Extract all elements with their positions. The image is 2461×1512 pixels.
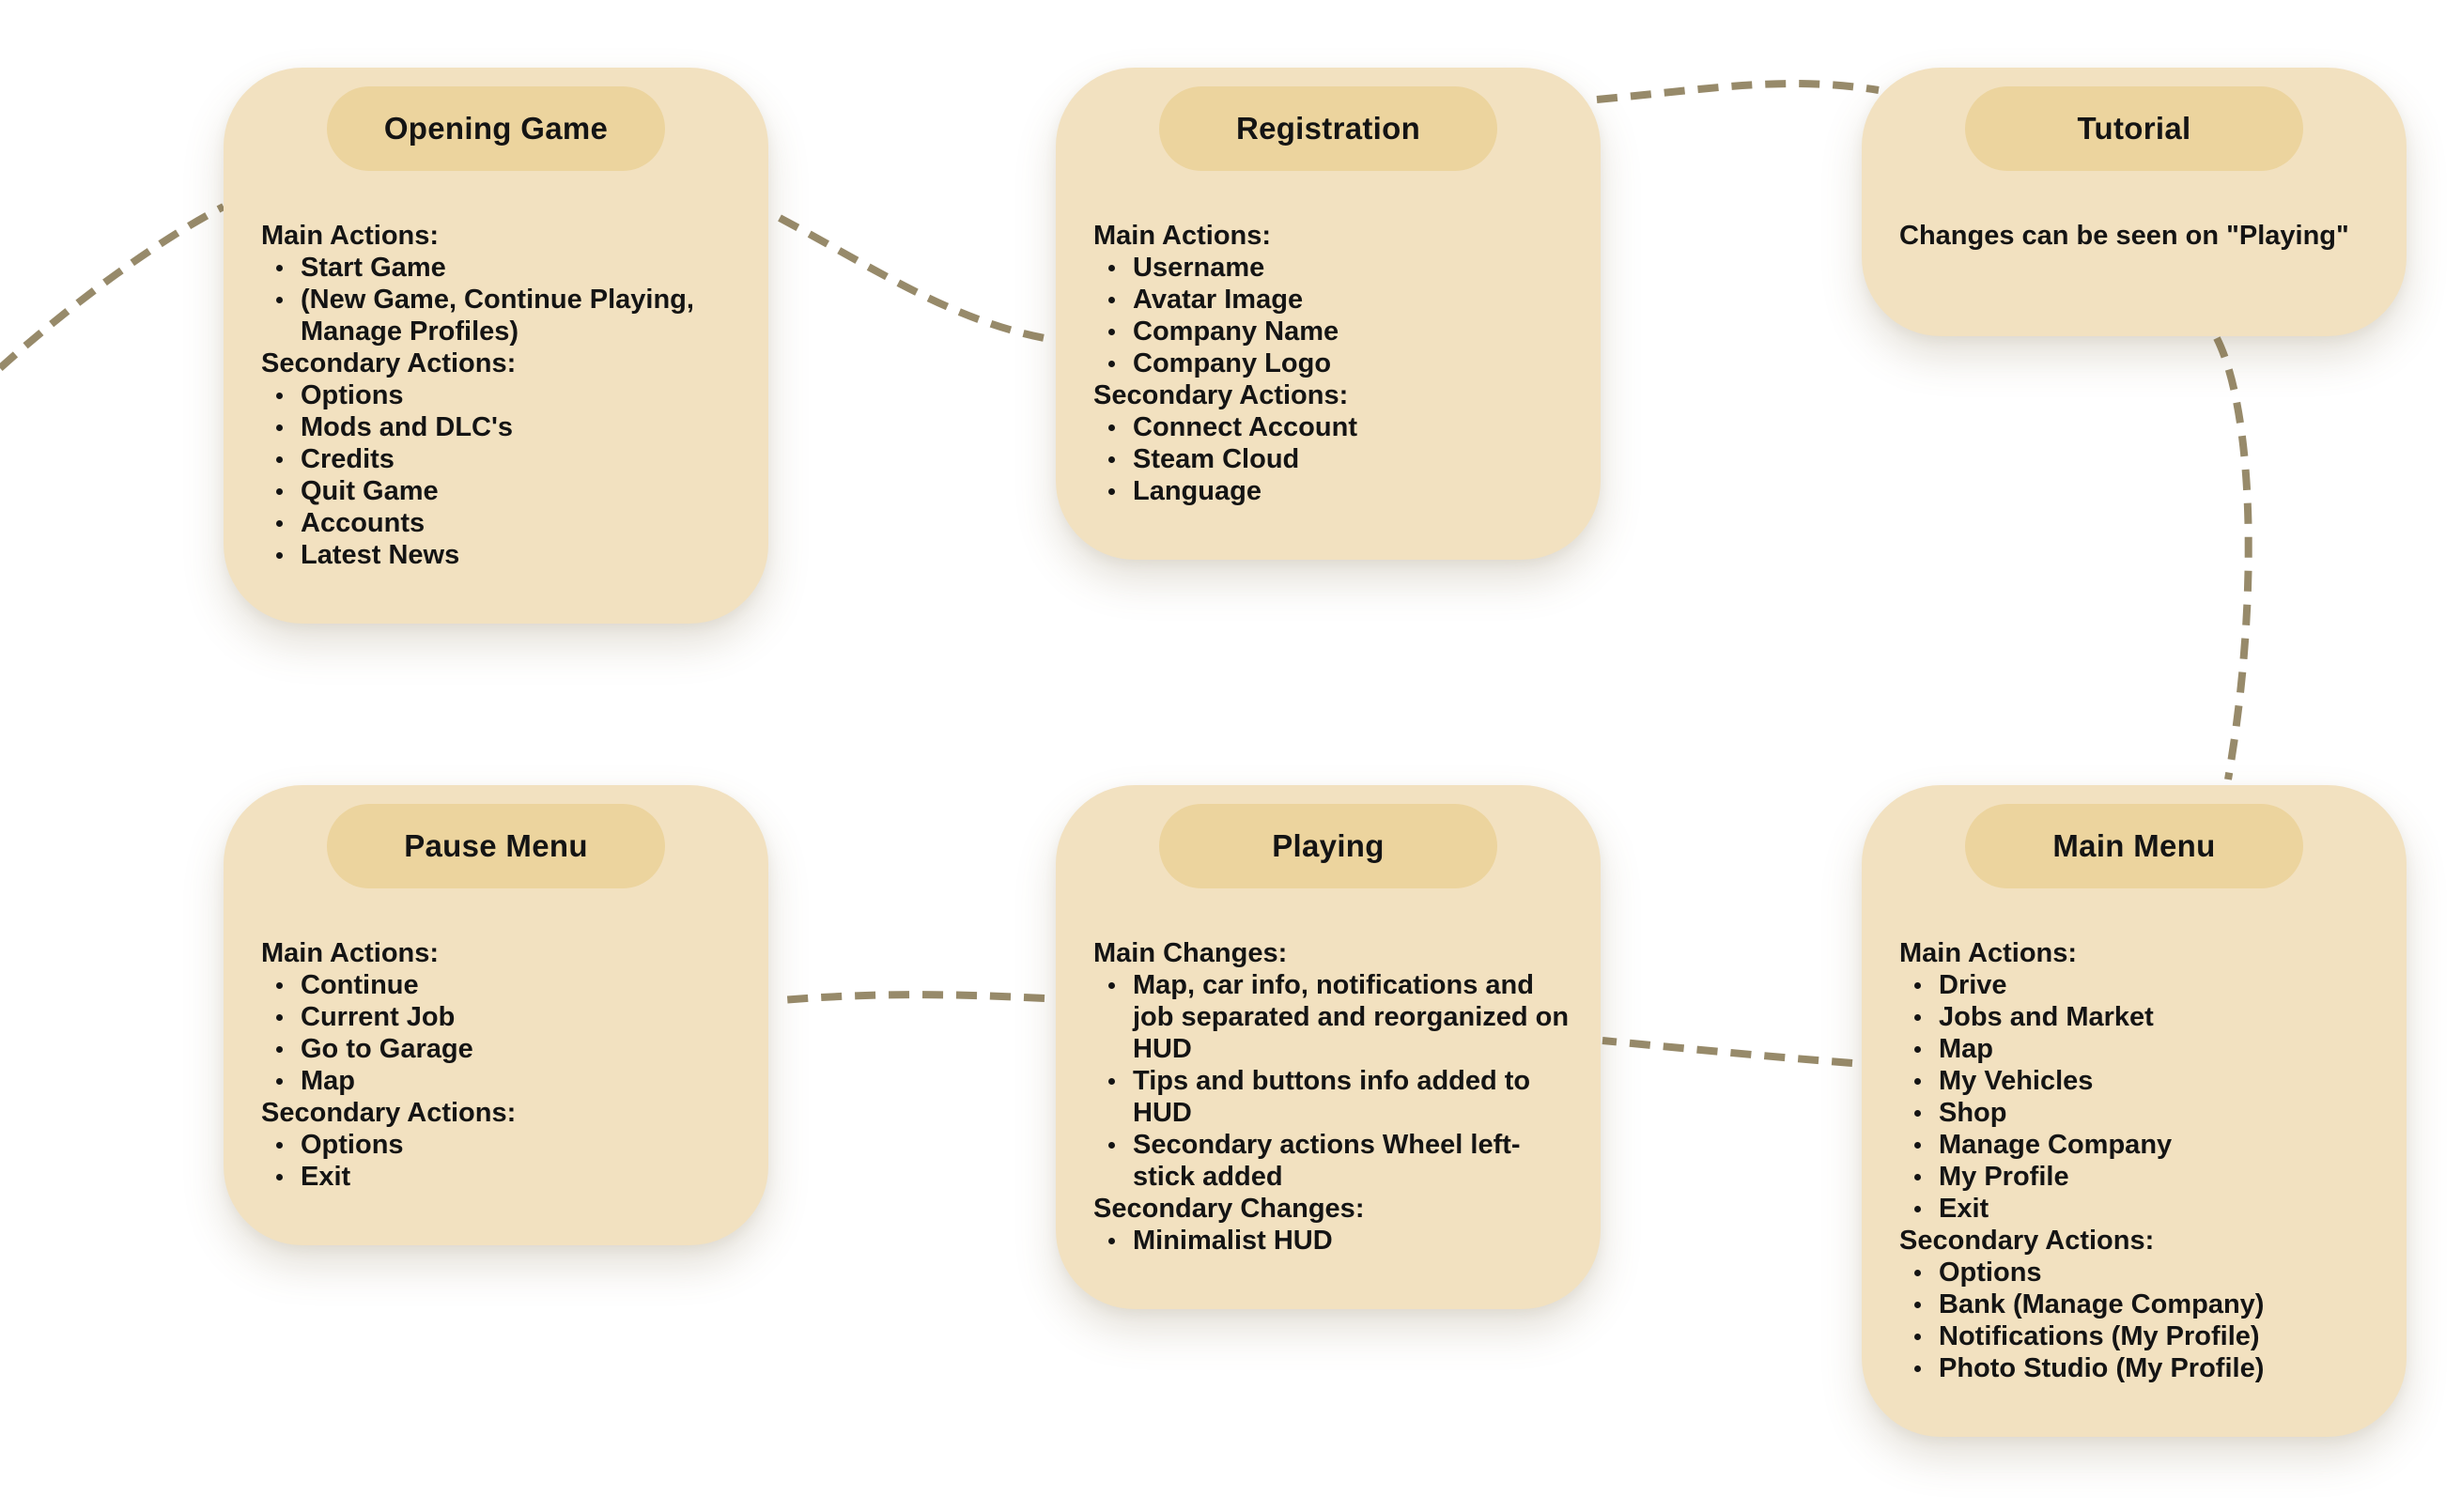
list-item: My Profile: [1899, 1161, 2378, 1193]
main-actions-list: Username Avatar Image Company Name Compa…: [1093, 252, 1572, 379]
secondary-actions-label: Secondary Actions:: [1093, 380, 1349, 410]
list-item: Shop: [1899, 1097, 2378, 1129]
list-item: Jobs and Market: [1899, 1001, 2378, 1033]
connector-main-menu-to-playing: [1602, 1037, 1853, 1067]
list-item: Quit Game: [261, 475, 740, 507]
list-item: Options: [1899, 1257, 2378, 1288]
list-item: Map: [1899, 1033, 2378, 1065]
secondary-actions-list: Options Mods and DLC's Credits Quit Game…: [261, 379, 740, 571]
list-item: Exit: [261, 1161, 740, 1193]
opening-game-card: Opening Game Main Actions: Start Game (N…: [224, 68, 768, 624]
list-item: Bank (Manage Company): [1899, 1288, 2378, 1320]
main-actions-list: Continue Current Job Go to Garage Map: [261, 969, 740, 1097]
secondary-changes-list: Minimalist HUD: [1093, 1225, 1572, 1257]
list-item: Start Game: [261, 252, 740, 284]
list-item: Map: [261, 1065, 740, 1097]
list-item: Drive: [1899, 969, 2378, 1001]
main-actions-label: Main Actions:: [1899, 938, 2078, 968]
playing-title: Playing: [1159, 804, 1497, 888]
list-item: Secondary actions Wheel left-stick added: [1093, 1129, 1572, 1193]
list-item: My Vehicles: [1899, 1065, 2378, 1097]
list-item: Language: [1093, 475, 1572, 507]
list-item: Photo Studio (My Profile): [1899, 1352, 2378, 1384]
main-actions-label: Main Actions:: [261, 938, 440, 968]
pause-menu-card: Pause Menu Main Actions: Continue Curren…: [224, 785, 768, 1245]
opening-game-title: Opening Game: [327, 86, 665, 171]
secondary-actions-list: Options Bank (Manage Company) Notificati…: [1899, 1257, 2378, 1384]
main-menu-title: Main Menu: [1965, 804, 2303, 888]
list-item: Mods and DLC's: [261, 411, 740, 443]
list-item: Steam Cloud: [1093, 443, 1572, 475]
main-changes-list: Map, car info, notifications and job sep…: [1093, 969, 1572, 1193]
connector-registration-to-tutorial: [1596, 80, 1880, 103]
list-item: Credits: [261, 443, 740, 475]
secondary-changes-label: Secondary Changes:: [1093, 1194, 1365, 1224]
list-item: Company Logo: [1093, 347, 1572, 379]
connector-tutorial-to-main-menu: [2213, 336, 2252, 780]
list-item: Avatar Image: [1093, 284, 1572, 316]
connector-offscreen-to-opening-game: [0, 203, 225, 371]
list-item: Options: [261, 1129, 740, 1161]
secondary-actions-label: Secondary Actions:: [1899, 1226, 2155, 1256]
list-item: Tips and buttons info added to HUD: [1093, 1065, 1572, 1129]
tutorial-card: Tutorial Changes can be seen on "Playing…: [1862, 68, 2407, 336]
registration-title: Registration: [1159, 86, 1497, 171]
secondary-actions-list: Options Exit: [261, 1129, 740, 1193]
connector-opening-game-to-registration: [778, 214, 1045, 342]
list-item: Current Job: [261, 1001, 740, 1033]
list-item: Company Name: [1093, 316, 1572, 347]
registration-card: Registration Main Actions: Username Avat…: [1056, 68, 1601, 560]
secondary-actions-label: Secondary Actions:: [261, 1098, 517, 1128]
main-actions-label: Main Actions:: [1093, 221, 1272, 251]
list-item: Exit: [1899, 1193, 2378, 1225]
list-item: Connect Account: [1093, 411, 1572, 443]
secondary-actions-list: Connect Account Steam Cloud Language: [1093, 411, 1572, 507]
list-item: Username: [1093, 252, 1572, 284]
list-item: Accounts: [261, 507, 740, 539]
list-item: Options: [261, 379, 740, 411]
main-changes-label: Main Changes:: [1093, 938, 1288, 968]
connector-playing-to-pause-menu: [781, 991, 1045, 1004]
main-actions-list: Drive Jobs and Market Map My Vehicles Sh…: [1899, 969, 2378, 1225]
tutorial-description: Changes can be seen on "Playing": [1899, 221, 2349, 251]
list-item: Go to Garage: [261, 1033, 740, 1065]
list-item: Notifications (My Profile): [1899, 1320, 2378, 1352]
secondary-actions-label: Secondary Actions:: [261, 348, 517, 378]
list-item: Manage Company: [1899, 1129, 2378, 1161]
list-item: (New Game, Continue Playing, Manage Prof…: [261, 284, 740, 347]
playing-card: Playing Main Changes: Map, car info, not…: [1056, 785, 1601, 1309]
main-menu-card: Main Menu Main Actions: Drive Jobs and M…: [1862, 785, 2407, 1437]
list-item: Map, car info, notifications and job sep…: [1093, 969, 1572, 1065]
pause-menu-title: Pause Menu: [327, 804, 665, 888]
list-item: Latest News: [261, 539, 740, 571]
main-actions-label: Main Actions:: [261, 221, 440, 251]
main-actions-list: Start Game (New Game, Continue Playing, …: [261, 252, 740, 347]
tutorial-title: Tutorial: [1965, 86, 2303, 171]
list-item: Continue: [261, 969, 740, 1001]
list-item: Minimalist HUD: [1093, 1225, 1572, 1257]
